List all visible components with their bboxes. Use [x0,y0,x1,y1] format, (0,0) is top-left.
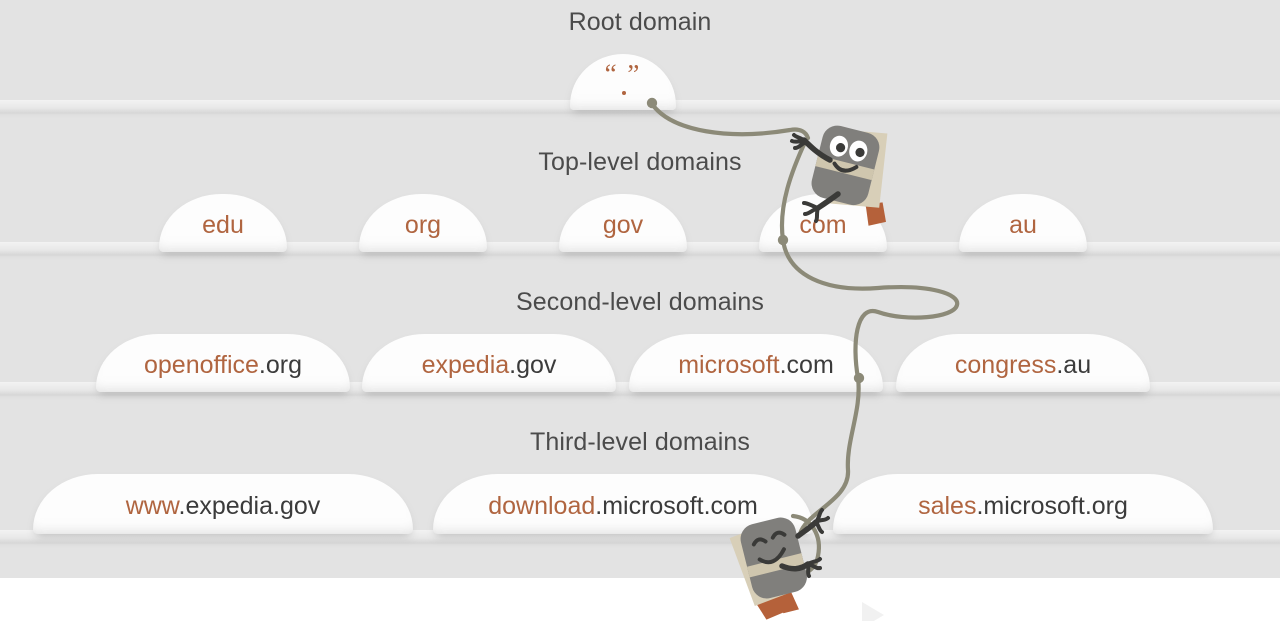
node-label: au [1009,210,1037,239]
root-label-mark: “ ” [603,59,643,105]
node-label: org [404,210,442,239]
node-label-suffix: .microsoft.com [595,491,758,520]
node-label-suffix: .expedia.gov [178,491,321,520]
mascot-hand-lower-icon [802,201,820,223]
node-label-prefix: expedia [421,350,510,379]
book-character-upper [790,125,888,226]
mascot-band-icon [747,553,805,578]
play-triangle-icon [862,602,884,621]
node-label-suffix: .org [258,350,302,379]
node-sld-microsoft-com[interactable]: microsoft.com [629,334,883,392]
mascot-arm-upper-icon [795,519,819,539]
node-label-suffix: .microsoft.org [976,491,1128,520]
tier-heading-tld: Top-level domains [538,148,742,176]
node-third-sales-microsoft-org[interactable]: sales.microsoft.org [833,474,1213,534]
node-label-prefix: sales [918,491,977,520]
tier-heading-sld: Second-level domains [516,288,764,316]
mascot-smile-icon [757,547,786,565]
node-label: microsoft.com [678,350,834,379]
node-label: congress.au [954,350,1092,379]
mascot-hand-lower-icon [806,557,822,578]
node-label: expedia.gov [421,350,557,379]
mascot-pupil-left-icon [835,143,846,153]
book-character-lower [729,508,830,620]
node-label-suffix: .au [1056,350,1092,379]
node-third-www-expedia-gov[interactable]: www.expedia.gov [33,474,413,534]
node-label-suffix: .gov [509,350,557,379]
node-label: www.expedia.gov [125,491,321,520]
node-label: sales.microsoft.org [918,491,1128,520]
mascot-eye-left-icon [751,537,768,547]
mascot-smile-icon [832,161,859,173]
mascot-pupil-right-icon [855,147,865,158]
node-label-suffix: .com [779,350,834,379]
node-label-prefix: download [488,491,596,520]
node-label: openoffice.org [143,350,302,379]
mascot-arm-lower-icon [779,561,811,572]
node-label: download.microsoft.com [488,491,758,520]
mascot-hand-upper-icon [814,508,830,534]
mascot-hand-upper-icon [790,133,808,150]
node-third-download-microsoft-com[interactable]: download.microsoft.com [433,474,813,534]
node-label-prefix: congress [954,350,1057,379]
node-sld-expedia-gov[interactable]: expedia.gov [362,334,616,392]
node-sld-congress-au[interactable]: congress.au [896,334,1150,392]
tier-heading-third: Third-level domains [529,428,751,456]
node-label-prefix: microsoft [678,350,780,379]
node-label-prefix: www [125,491,179,520]
mascot-eye-right-icon [770,530,787,540]
node-sld-openoffice-org[interactable]: openoffice.org [96,334,350,392]
mascot-tail-icon [865,202,886,226]
node-label-prefix: openoffice [143,350,259,379]
mascot-body-icon [740,517,807,599]
tier-heading-root: Root domain [568,8,712,36]
node-label: edu [202,210,244,239]
node-label: gov [602,210,644,239]
root-dot [622,91,626,95]
root-quotes: “ ” [604,59,642,89]
